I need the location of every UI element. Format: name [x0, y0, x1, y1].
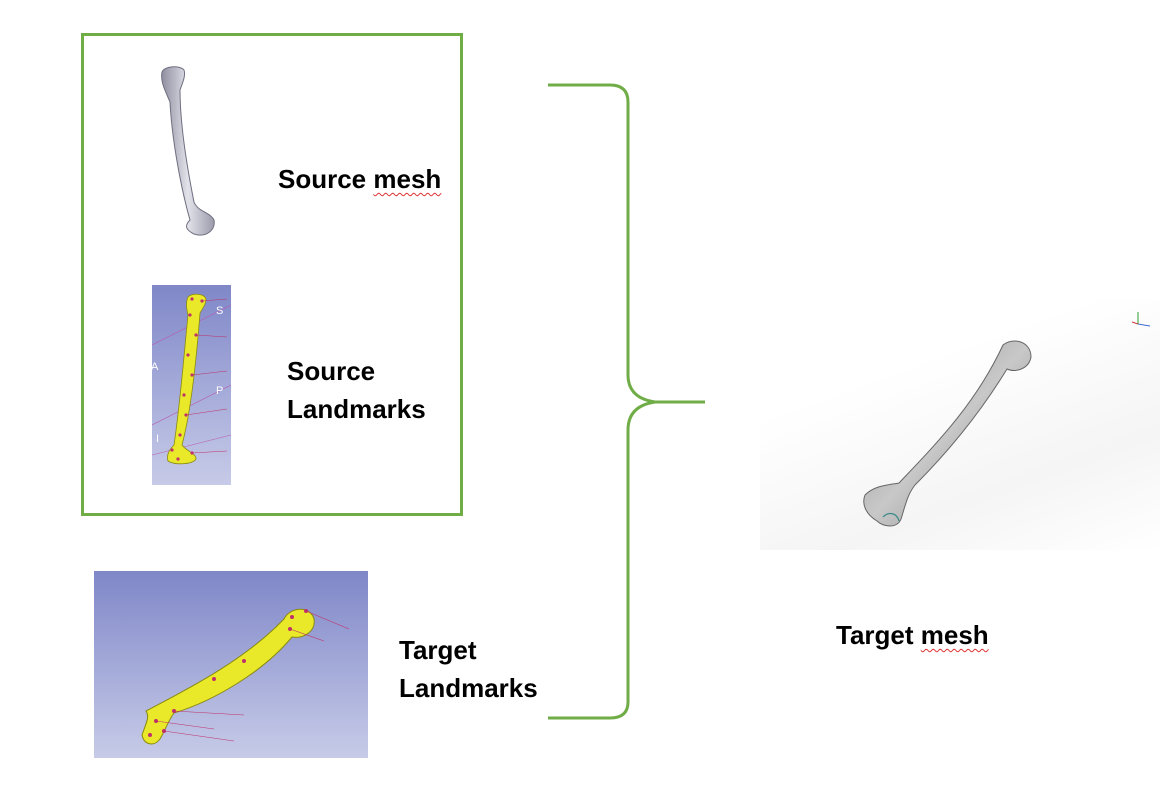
bone-landmarks-icon	[152, 293, 231, 465]
source-landmarks-label: Source Landmarks	[287, 356, 426, 424]
target-landmarks-bone	[141, 608, 350, 745]
orientation-letter-i: I	[156, 433, 160, 445]
orientation-letter-a: A	[152, 361, 159, 373]
axes-icon	[1131, 312, 1151, 327]
source-group-box	[81, 33, 463, 516]
bone-mesh-icon	[161, 66, 215, 236]
source-mesh-image	[161, 66, 215, 236]
target-landmarks-panel	[94, 571, 368, 758]
source-mesh-label-word1: Source	[278, 164, 367, 194]
source-landmarks-panel: S A P I	[152, 285, 231, 485]
brace	[548, 83, 705, 720]
orientation-letter-p: P	[216, 385, 224, 397]
source-mesh-label-word2: mesh	[373, 164, 442, 194]
target-mesh-image	[863, 340, 1032, 527]
target-mesh-label-word1: Target	[836, 620, 914, 650]
target-landmarks-label: Target Landmarks	[399, 635, 538, 703]
target-mesh-label-word2: mesh	[920, 620, 989, 650]
target-mesh-label: Target mesh	[836, 578, 989, 654]
source-mesh-label: Source mesh	[278, 122, 441, 198]
orientation-letter-s: S	[216, 305, 224, 317]
